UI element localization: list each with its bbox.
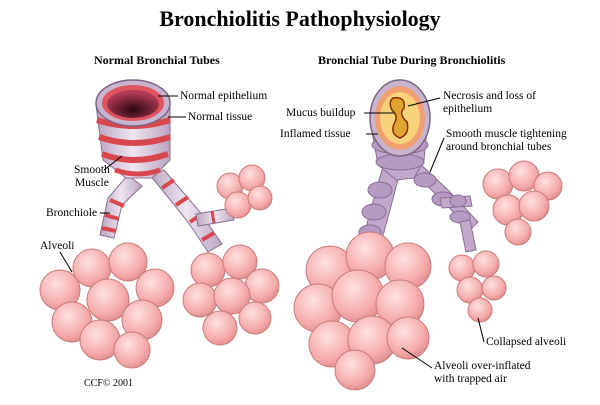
normal-alveoli-cluster-left [39, 242, 175, 369]
normal-bronchial-tube [95, 79, 171, 179]
label-necrosis-line-1: Necrosis and loss of [443, 90, 536, 102]
normal-bronchial-tubes [39, 79, 280, 369]
label-overinflated-line-2: with trapped air [434, 373, 507, 385]
overinflated-alveoli-cluster [293, 231, 432, 391]
label-bronchiole: Bronchiole [46, 207, 98, 219]
inflamed-left-branch [358, 169, 401, 247]
label-smooth-muscle: Smooth Muscle [74, 164, 110, 190]
label-overinflated-line-1: Alveoli over-inflated [434, 360, 531, 372]
inflamed-bronchial-tube [369, 79, 431, 181]
diagram-title: Bronchiolitis Pathophysiology [159, 6, 441, 31]
normal-alveoli-cluster-top [216, 164, 273, 219]
leader-lines [59, 95, 485, 369]
inflamed-right-branch [409, 161, 479, 253]
label-mucus-buildup: Mucus buildup [286, 107, 356, 119]
label-inflamed-tissue: Inflamed tissue [280, 128, 351, 140]
collapsed-alveoli-cluster [448, 250, 507, 323]
leader-alveoli [59, 251, 73, 273]
label-smooth-muscle-tightening-line-1: Smooth muscle tightening [446, 128, 567, 140]
label-normal-epithelium: Normal epithelium [180, 90, 268, 102]
label-necrosis: Necrosis and loss of epithelium [443, 90, 536, 116]
label-overinflated-alveoli: Alveoli over-inflated with trapped air [434, 360, 531, 386]
leader-smooth-muscle-tightening [429, 137, 445, 173]
leader-collapsed-alveoli [477, 317, 485, 343]
leader-overinflated [401, 347, 433, 369]
normal-panel-heading: Normal Bronchial Tubes [94, 53, 220, 67]
label-necrosis-line-2: epithelium [443, 103, 493, 115]
bronchiolitis-bronchial-tubes [293, 79, 563, 391]
label-smooth-muscle-line-1: Smooth [74, 164, 110, 176]
label-alveoli: Alveoli [40, 240, 75, 252]
leader-smooth-muscle [103, 155, 123, 171]
label-normal-tissue: Normal tissue [188, 111, 253, 123]
label-smooth-muscle-line-2: Muscle [74, 177, 109, 189]
label-smooth-muscle-tightening-line-2: around bronchial tubes [446, 141, 552, 153]
leader-necrosis [407, 97, 441, 107]
normal-left-branch [99, 174, 143, 239]
normal-small-branch [195, 207, 235, 227]
label-smooth-muscle-tightening: Smooth muscle tightening around bronchia… [446, 128, 567, 154]
label-collapsed-alveoli: Collapsed alveoli [486, 336, 567, 348]
normal-alveoli-cluster-right [182, 244, 280, 346]
bronchiolitis-panel-heading: Bronchial Tube During Bronchiolitis [318, 53, 506, 67]
upper-right-alveoli-cluster [482, 160, 563, 246]
copyright-credit: CCF© 2001 [84, 378, 133, 389]
